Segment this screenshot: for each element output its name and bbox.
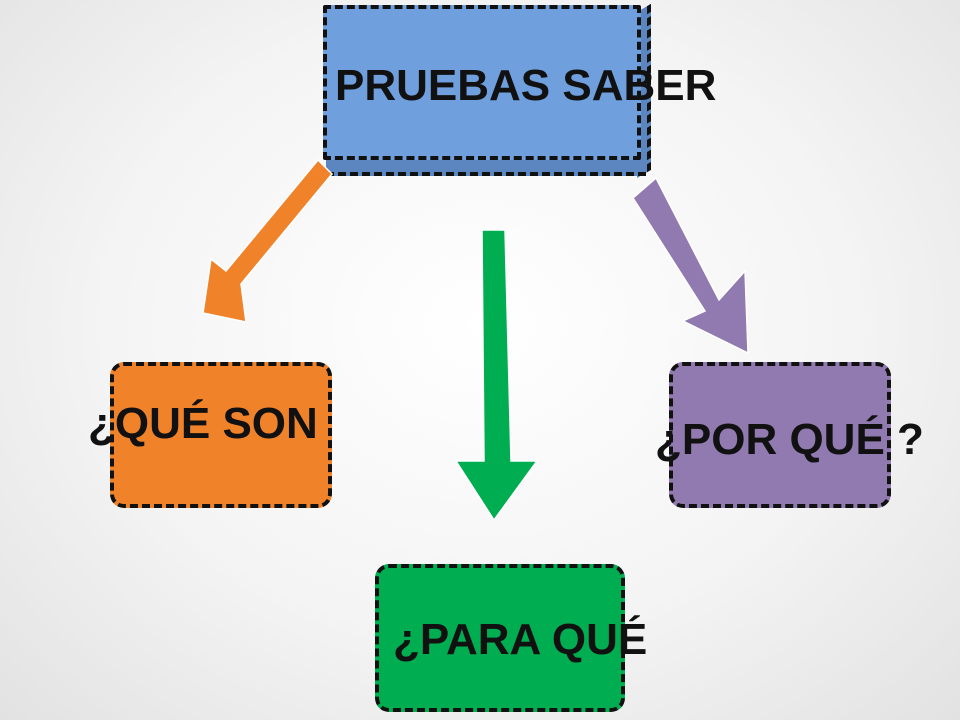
right-node-box[interactable] — [669, 362, 891, 508]
left-node-label: ¿QUÉ SON — [88, 399, 318, 448]
arrow-left-to-que-son — [202, 158, 334, 323]
bottom-node-label: ¿PARA QUÉ — [393, 615, 648, 664]
bottom-node-box[interactable] — [375, 564, 625, 712]
arrow-center-to-para-que — [454, 229, 539, 522]
top-node-box[interactable] — [323, 5, 641, 160]
top-node-label: PRUEBAS SABER — [335, 61, 717, 110]
arrow-right-to-por-que — [632, 176, 749, 355]
right-node-label: ¿POR QUÉ ? — [655, 415, 924, 464]
left-node-box[interactable] — [110, 362, 332, 508]
top-node-depth-bottom — [326, 158, 646, 176]
